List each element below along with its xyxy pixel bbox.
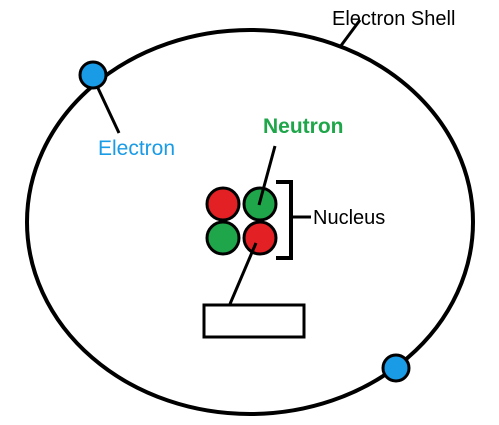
neutron-leader	[257, 145, 277, 206]
electron-bottom-right	[381, 353, 411, 383]
blank-label-box	[202, 303, 306, 339]
electron-shell-orbit	[25, 28, 475, 416]
electron-label: Electron	[98, 137, 175, 160]
neutron-label: Neutron	[263, 115, 344, 138]
nucleus-label: Nucleus	[313, 207, 385, 229]
neutron-bottom-left	[205, 220, 241, 256]
proton-bottom-right	[242, 220, 278, 256]
electron-shell-label: Electron Shell	[332, 8, 455, 30]
electron-leader	[95, 85, 121, 134]
electron-shell-leader	[338, 19, 362, 48]
nucleus-bracket	[276, 180, 293, 260]
proton-top-left	[205, 186, 241, 222]
electron-top-left	[78, 60, 108, 90]
proton-leader	[228, 242, 258, 305]
